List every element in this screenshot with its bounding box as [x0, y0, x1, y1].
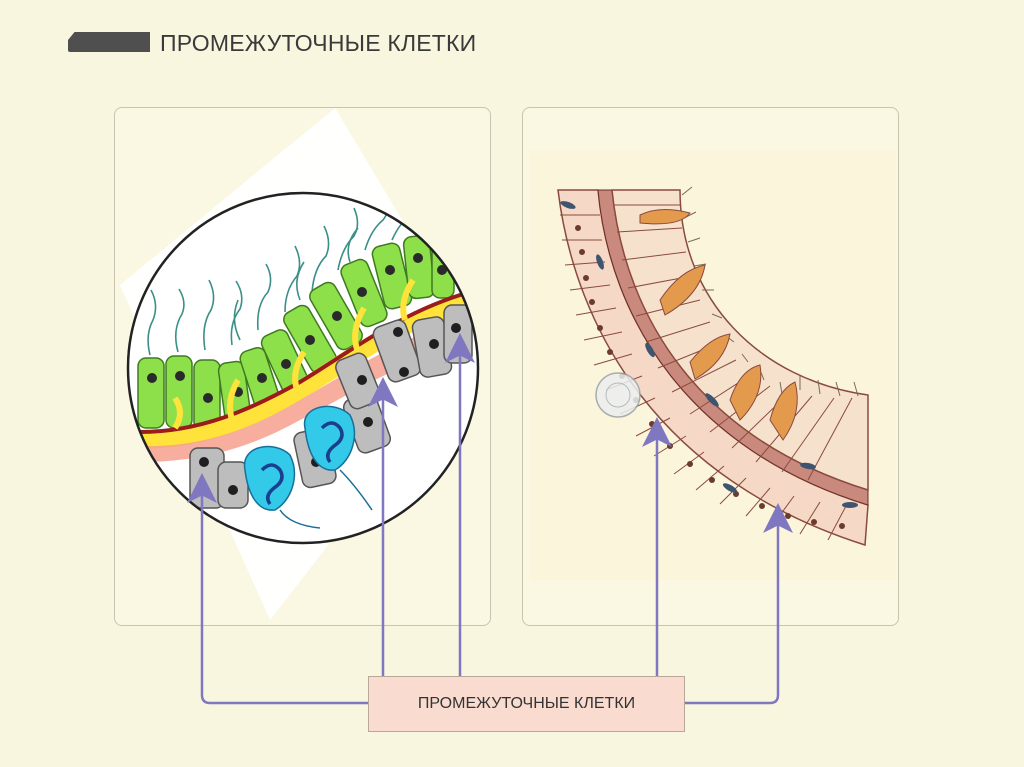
page-title: ПРОМЕЖУТОЧНЫЕ КЛЕТКИ	[160, 30, 477, 56]
callout-arrows	[187, 333, 793, 705]
schematic-magnified-circle	[126, 191, 480, 545]
secretory-cells	[639, 209, 798, 441]
cilia-right	[681, 186, 859, 397]
title-decoration-bar	[68, 32, 150, 52]
intermediate-spindle-cells	[560, 201, 858, 508]
basal-cyan-cells	[243, 405, 373, 529]
pale-round-structure	[595, 372, 641, 418]
intermediate-cells-label: ПРОМЕЖУТОЧНЫЕ КЛЕТКИ	[368, 676, 685, 732]
histology-section	[530, 150, 896, 580]
